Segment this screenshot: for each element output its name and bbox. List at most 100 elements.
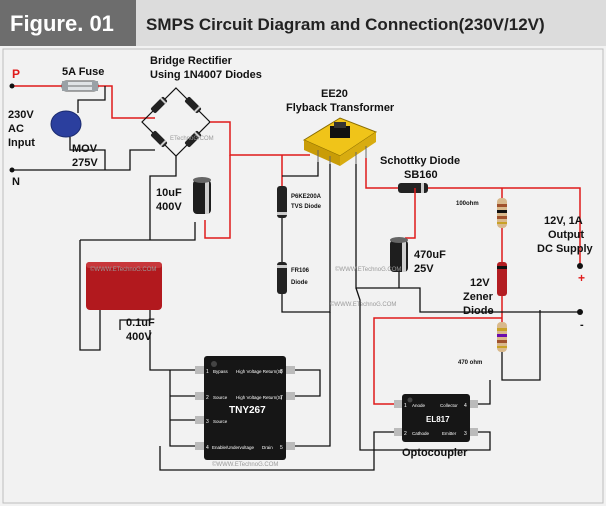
opto-anode-wire (373, 317, 502, 405)
ac-input-line3: Input (8, 137, 35, 149)
tvs-label-1: P6KE200A (291, 194, 322, 200)
opto-pin2-label: Cathode (412, 431, 430, 436)
output-negative-terminal (577, 309, 583, 315)
output-minus: - (580, 319, 584, 331)
resistor-100ohm (497, 198, 507, 228)
cap01-label-2: 400V (126, 331, 152, 343)
tny-pin1-num: 1 (206, 369, 209, 375)
ground-rail (80, 222, 196, 241)
cap01-label-1: 0.1uF (126, 317, 155, 329)
schottky-label-2: SB160 (404, 169, 438, 181)
watermark-bottom: ©WWW.ETechnoG.COM (212, 461, 278, 468)
r470-ground-wire (501, 310, 541, 381)
schottky-label-1: Schottky Diode (380, 155, 460, 167)
fr106-label-2: Diode (291, 280, 308, 286)
zener-diode (497, 262, 507, 296)
zener-label-1: 12V (470, 277, 490, 289)
bridge-label-2: Using 1N4007 Diodes (150, 69, 262, 81)
diagram-title: SMPS Circuit Diagram and Connection(230V… (146, 15, 545, 34)
output-label-3: DC Supply (537, 243, 593, 255)
figure-label: Figure. 01 (10, 11, 114, 36)
resistor-470ohm (497, 322, 507, 352)
tny-pin1-label: Bypass (213, 369, 229, 374)
r100-label: 100ohm (456, 201, 479, 207)
bridge-rectifier (141, 87, 211, 157)
cap-470uf (390, 237, 408, 272)
opto-pin2-num: 2 (404, 431, 407, 437)
bridge-positive-wire (210, 121, 310, 156)
mov-lead-top (77, 86, 106, 113)
cap01-right-lead (119, 310, 151, 330)
schottky-diode (398, 183, 428, 193)
r470-label: 470 ohm (458, 360, 482, 366)
opto-pin3-num: 3 (464, 431, 467, 437)
tny-pin8-label: High Voltage Return(S) (236, 369, 283, 374)
watermark-bridge: ETechnoG.COM (170, 136, 214, 142)
tny-pin7-num: 7 (280, 395, 283, 401)
bridge-label-1: Bridge Rectifier (150, 55, 233, 67)
tny-pin4-num: 4 (206, 445, 209, 451)
output-positive-wire (428, 187, 581, 266)
figure-badge (0, 0, 136, 46)
output-positive-terminal (577, 263, 583, 269)
tvs-label-2: TVS Diode (291, 204, 322, 210)
opto-pin1-num: 1 (404, 403, 407, 409)
watermark-left: ©WWW.ETechnoG.COM (90, 266, 156, 273)
cap01-left-lead (79, 240, 101, 351)
primary-top-wire (282, 162, 319, 177)
hv-return-wire (290, 369, 321, 397)
opto-pin1-label: Anode (412, 403, 426, 408)
cap-10uf (193, 177, 211, 214)
secondary-positive-wire (365, 158, 398, 189)
opto-pin4-num: 4 (464, 403, 467, 409)
cap470-positive-wire (405, 188, 416, 239)
primary-drain-wire (281, 164, 331, 313)
neutral-label: N (12, 176, 20, 188)
bypass-wire (149, 330, 200, 371)
phase-label: P (12, 67, 20, 81)
mov-lead-bottom (69, 137, 106, 170)
bridge-negative-wire (149, 156, 177, 240)
cap10-positive-wire (204, 155, 231, 239)
watermark-middle: ©WWW.ETechnoG.COM (335, 266, 401, 273)
cap470-label-2: 25V (414, 263, 434, 275)
fuse-label: 5A Fuse (62, 66, 104, 78)
tvs-diode (277, 186, 287, 218)
cap10-label-1: 10uF (156, 187, 182, 199)
mov (50, 110, 82, 138)
tny-pin4-label: Enable/Undervoltage (212, 445, 255, 450)
tny267-name: TNY267 (229, 405, 266, 416)
zener-label-3: Diode (463, 305, 494, 317)
tny-pin3-num: 3 (206, 419, 209, 425)
watermark-cap: ©WWW.ETechnoG.COM (330, 301, 396, 308)
cap-0-1uf (86, 262, 162, 310)
source-bus-wire (169, 370, 200, 447)
tny-pin5-label: Drain (262, 445, 273, 450)
opto-pin4-label: Collector (440, 403, 458, 408)
cap10-label-2: 400V (156, 201, 182, 213)
tny-pin7-label: High Voltage Return(S) (236, 395, 283, 400)
output-label-1: 12V, 1A (544, 215, 583, 227)
fr106-diode (277, 262, 287, 294)
output-negative-wire (400, 287, 580, 313)
el817-name: EL817 (426, 415, 450, 424)
opto-pin3-label: Emitter (442, 431, 457, 436)
fr106-label-1: FR106 (291, 268, 310, 274)
ac-input-line1: 230V (8, 109, 34, 121)
optocoupler-label: Optocoupler (402, 447, 468, 459)
tny-pin3-label: Source (213, 419, 228, 424)
el817-optocoupler (394, 394, 478, 442)
tny-pin2-num: 2 (206, 395, 209, 401)
tny267-ic (195, 356, 295, 460)
zener-label-2: Zener (463, 291, 494, 303)
enable-to-opto-wire (159, 431, 398, 471)
tny-pin5-num: 5 (280, 445, 283, 451)
neutral-terminal (9, 167, 15, 173)
ac-input-line2: AC (8, 123, 24, 135)
cap470-label-1: 470uF (414, 249, 446, 261)
fuse (61, 80, 99, 92)
drain-wire (290, 312, 331, 447)
phase-terminal (9, 83, 15, 89)
mov-label-2: 275V (72, 157, 98, 169)
